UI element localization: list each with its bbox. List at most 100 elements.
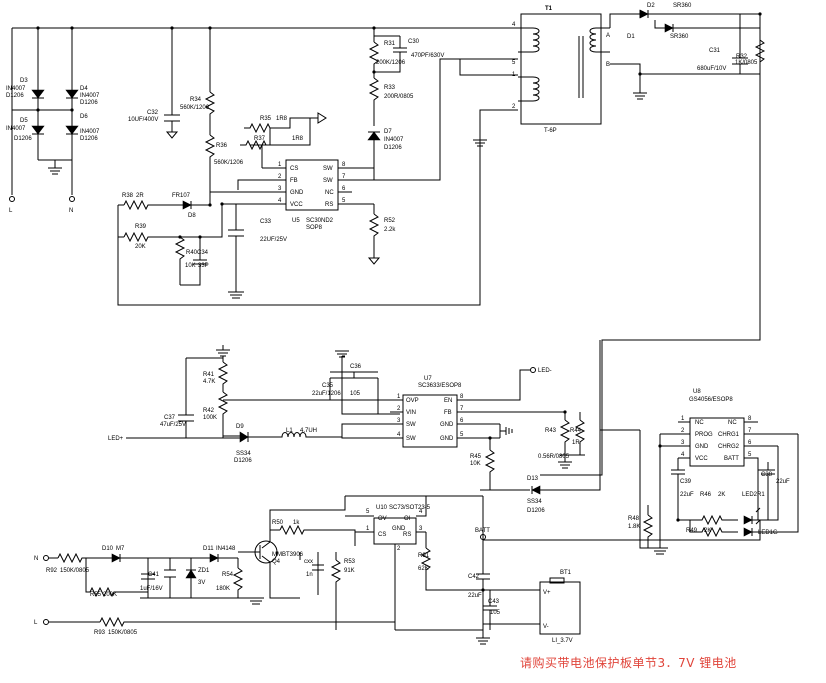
r43-label: R43: [545, 428, 557, 434]
r35-value: 1R8: [276, 116, 288, 122]
u8-pin-gnd: GND: [695, 444, 709, 450]
d6-value: IN4007: [80, 129, 100, 135]
c34-value: 33P: [198, 263, 209, 269]
c34-label: C34: [197, 250, 209, 256]
u8-part: GS4056/ESOP8: [689, 397, 733, 403]
c36-label: C36: [350, 364, 362, 370]
r40-label: R40: [186, 250, 198, 256]
d11-label: D11: [203, 546, 214, 552]
u7-num-7: 7: [460, 406, 464, 412]
r40-value: 10K: [185, 263, 196, 269]
u5-pin-gnd: GND: [290, 190, 304, 196]
d6-pkg: D1206: [80, 136, 98, 142]
r43-value: 0.56R/0805: [538, 454, 570, 460]
r46-label: R46: [700, 492, 712, 498]
r37-value: 1R8: [292, 136, 304, 142]
r52-value: 2.2k: [384, 227, 396, 233]
r31-value: 200K/1206: [376, 60, 406, 66]
d13-value: SS34: [527, 499, 542, 505]
d4-value: IN4007: [80, 93, 100, 99]
u7-pin-ovp: OVP: [406, 398, 419, 404]
r91-value: 62K: [418, 566, 429, 572]
u10-num-4: 4: [419, 509, 423, 515]
c37-value: 47uF/25V: [160, 422, 186, 428]
d13-label: D13: [527, 476, 539, 482]
u8-num-2: 2: [681, 428, 685, 434]
c43-label: C43: [488, 599, 500, 605]
u5-pin-sw2: SW: [323, 178, 333, 184]
u10-pin-gnd: GND: [392, 526, 406, 532]
t1-pin-4: 4: [512, 22, 516, 28]
u5-pin-rs: RS: [325, 202, 333, 208]
r35-label: R35: [260, 116, 272, 122]
c42-value: 22uF: [468, 593, 482, 599]
t1-label: T1: [545, 6, 553, 12]
c30-value: 470PF/630V: [411, 53, 444, 59]
protection-section: [43, 495, 761, 645]
u5-part: SC30ND2: [306, 218, 334, 224]
r31-label: R31: [384, 41, 396, 47]
bt1-type: LI_3.7V: [552, 638, 573, 644]
d9-pkg: D1206: [234, 458, 252, 464]
c33-label: C33: [260, 219, 272, 225]
batt-label: BATT: [475, 528, 490, 534]
zd1-value: 3V: [198, 580, 205, 586]
c41-label: C41: [148, 572, 160, 578]
u8-num-8: 8: [748, 416, 752, 422]
d4-pkg: D1206: [80, 100, 98, 106]
d2-value: SR360: [673, 3, 692, 9]
led-plus-label: LED+: [108, 436, 124, 442]
c32-value: 10UF/400V: [128, 117, 158, 123]
bt1-label: BT1: [560, 570, 572, 576]
r32-label: R32: [736, 54, 748, 60]
t1-pin-1: 1: [512, 72, 516, 78]
d6-label: D6: [80, 114, 88, 120]
r93-value: 150K/0805: [108, 630, 138, 636]
c31-value: 680uF/10V: [697, 66, 726, 72]
c38-value: 22uF: [776, 479, 790, 485]
u10-num-3: 3: [419, 526, 423, 532]
r32-value: 1K/0805: [735, 60, 758, 66]
l1-label: L1: [286, 428, 293, 434]
c30-label: C30: [408, 39, 420, 45]
input-n-low-label: N: [34, 556, 38, 562]
r52-label: R52: [384, 218, 396, 224]
c35-label: C35: [322, 383, 334, 389]
u10-part: SC73/SOT23-5: [389, 505, 431, 511]
d1-value: SR360: [670, 34, 689, 40]
r45-value: 10K: [470, 461, 481, 467]
zd1-label: ZD1: [198, 568, 210, 574]
d8-label: D8: [188, 213, 196, 219]
c38-label: C38: [761, 472, 773, 478]
r33-value: 200R/0805: [384, 94, 414, 100]
c41-value: 1uF/16V: [140, 586, 163, 592]
u8-pin-vcc: VCC: [695, 456, 708, 462]
flyback-section: [9, 9, 766, 476]
u8-pin-prog: PROG: [695, 432, 713, 438]
c39-label: C39: [680, 479, 692, 485]
u5-num-2: 2: [278, 174, 282, 180]
r91-label: R91: [418, 553, 430, 559]
u5-num-8: 8: [342, 162, 346, 168]
u10-num-1: 1: [366, 526, 370, 532]
u7-pin-en: EN: [444, 398, 452, 404]
d10-label: D10: [102, 546, 114, 552]
d7-label: D7: [384, 129, 392, 135]
u8-num-4: 4: [681, 452, 685, 458]
u5-pin-cs: CS: [290, 166, 298, 172]
d7-value: IN4007: [384, 137, 404, 143]
r49-label: R49: [686, 528, 698, 534]
r53-label: R53: [344, 559, 356, 565]
d13-pkg: D1206: [527, 508, 545, 514]
u8-num-7: 7: [748, 428, 752, 434]
r93-label: R93: [94, 630, 106, 636]
u5-pin-nc: NC: [325, 190, 334, 196]
u8-pin-nc1: NC: [695, 420, 704, 426]
bt1-neg: V-: [543, 624, 549, 630]
u5-num-4: 4: [278, 198, 282, 204]
r55-value: 200K: [103, 592, 117, 598]
t1-pin-2: 2: [512, 104, 516, 110]
r33-label: R33: [384, 85, 396, 91]
r49-value: 2K: [704, 528, 711, 534]
u10-pin-oi: OI: [404, 516, 411, 522]
